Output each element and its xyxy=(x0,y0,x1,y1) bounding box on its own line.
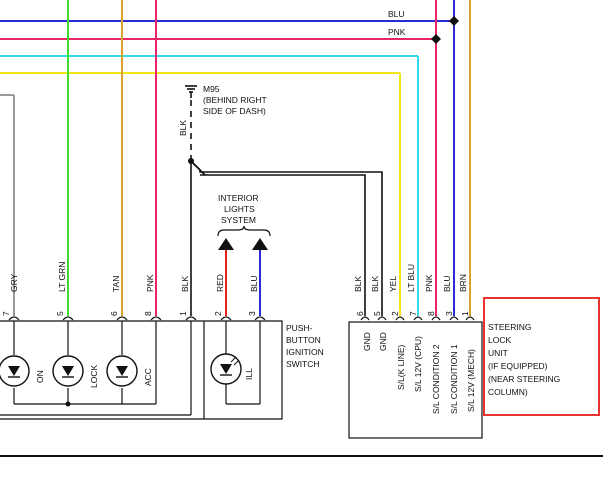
ground-wire-label: BLK xyxy=(178,120,188,136)
wire-blk-splice-short xyxy=(190,160,206,176)
unit-label-1: STEERING xyxy=(488,322,531,332)
unit-label-4: (IF EQUIPPED) xyxy=(488,361,548,371)
left-wire-color-4: PNK xyxy=(145,274,155,292)
left-pin-4: 8 xyxy=(143,311,153,316)
ground-id: M95 xyxy=(203,84,220,94)
unit-label-6: COLUMN) xyxy=(488,387,528,397)
bus-label-pnk: PNK xyxy=(388,27,406,37)
led-label-acc: ACC xyxy=(143,368,153,386)
right-func-5: S/L CONDITION 2 xyxy=(431,344,441,414)
led-on xyxy=(0,355,30,387)
splice-blu xyxy=(449,16,459,26)
led-label-ill: ILL xyxy=(244,368,254,380)
led-ill xyxy=(210,353,242,385)
interior-label-1: INTERIOR xyxy=(218,193,259,203)
interior-label-2: LIGHTS xyxy=(224,204,255,214)
right-pin-5: 8 xyxy=(426,311,436,316)
switch-box xyxy=(0,320,283,420)
left-wire-color-5: BLK xyxy=(180,276,190,292)
interior-arrow-blu xyxy=(252,238,268,250)
right-wire-color-5: PNK xyxy=(424,274,434,292)
left-pin-6: 2 xyxy=(213,311,223,316)
right-func-7: S/L 12V (MECH) xyxy=(466,349,476,412)
right-wire-color-3: YEL xyxy=(388,276,398,292)
switch-label-2: BUTTON xyxy=(286,335,321,345)
interior-arrow-red xyxy=(218,238,234,250)
switch-label-4: SWITCH xyxy=(286,359,320,369)
right-wire-color-2: BLK xyxy=(370,276,380,292)
left-wire-labels: GRY LT GRN TAN PNK BLK RED BLU 7 5 6 8 1… xyxy=(1,262,259,316)
right-wire-functions: GND GND S/L(K LINE) S/L 12V (CPU) S/L CO… xyxy=(362,332,476,414)
led-label-lock: LOCK xyxy=(89,365,99,388)
right-wire-labels: BLK BLK YEL LT BLU PNK BLU BRN 6 5 2 7 8… xyxy=(353,264,470,316)
right-wire-color-1: BLK xyxy=(353,276,363,292)
right-pin-2: 5 xyxy=(372,311,382,316)
left-pin-1: 7 xyxy=(1,311,11,316)
left-pin-2: 5 xyxy=(55,311,65,316)
steering-lock-unit-box xyxy=(348,321,483,439)
left-wire-color-7: BLU xyxy=(249,275,259,292)
steering-lock-highlight-box xyxy=(483,297,600,416)
interior-label-3: SYSTEM xyxy=(221,215,256,225)
right-pin-3: 2 xyxy=(390,311,400,316)
splice-pnk xyxy=(431,34,441,44)
unit-label-2: LOCK xyxy=(488,335,511,345)
ground-location-1: (BEHIND RIGHT xyxy=(203,95,267,105)
left-pin-5: 1 xyxy=(178,311,188,316)
right-func-6: S/L CONDITION 1 xyxy=(449,344,459,414)
right-func-3: S/L(K LINE) xyxy=(396,344,406,390)
right-wire-color-6: BLU xyxy=(442,275,452,292)
unit-label-3: UNIT xyxy=(488,348,508,358)
led-lock xyxy=(52,355,84,387)
right-wire-color-7: BRN xyxy=(458,274,468,292)
switch-node-lock xyxy=(65,401,71,407)
left-pin-3: 6 xyxy=(109,311,119,316)
right-func-4: S/L 12V (CPU) xyxy=(413,336,423,392)
right-wire-color-4: LT BLU xyxy=(406,264,416,292)
bus-label-blu: BLU xyxy=(388,9,405,19)
ground-location-2: SIDE OF DASH) xyxy=(203,106,266,116)
right-pin-6: 3 xyxy=(444,311,454,316)
right-pin-4: 7 xyxy=(408,311,418,316)
right-pin-1: 6 xyxy=(355,311,365,316)
left-wire-color-2: LT GRN xyxy=(57,262,67,292)
left-wire-color-3: TAN xyxy=(111,276,121,292)
right-func-2: GND xyxy=(378,332,388,351)
interior-bracket xyxy=(217,225,271,237)
left-wire-color-1: GRY xyxy=(9,273,19,292)
left-connector-pins xyxy=(8,316,266,321)
unit-label-5: (NEAR STEERING xyxy=(488,374,560,384)
switch-label-3: IGNITION xyxy=(286,347,324,357)
left-wire-color-6: RED xyxy=(215,274,225,292)
right-pin-7: 1 xyxy=(460,311,470,316)
wire-blk-to-unit-2 xyxy=(200,174,366,316)
switch-label-1: PUSH- xyxy=(286,323,313,333)
led-acc xyxy=(106,355,138,387)
left-pin-7: 3 xyxy=(247,311,257,316)
right-connector-pins xyxy=(360,316,475,321)
right-func-1: GND xyxy=(362,332,372,351)
led-label-on: ON xyxy=(35,370,45,383)
